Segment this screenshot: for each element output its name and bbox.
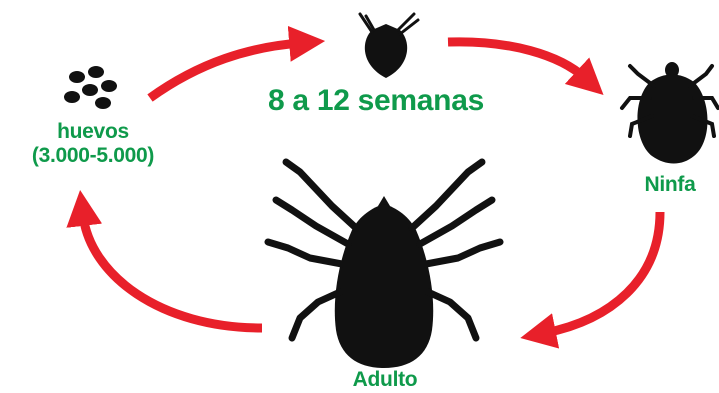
eggs-label-name: huevos	[8, 120, 178, 144]
eggs-label-count: (3.000-5.000)	[8, 144, 178, 168]
eggs-label: huevos (3.000-5.000)	[8, 120, 178, 168]
nymph-label: Ninfa	[630, 173, 710, 197]
nymph-tick-icon	[622, 62, 718, 164]
arrow-adult-to-eggs	[83, 215, 262, 328]
duration-label: 8 a 12 semanas	[226, 84, 526, 118]
arrow-larva-to-nymph	[448, 42, 585, 78]
larva-tick-icon	[360, 14, 418, 78]
adult-label: Adulto	[330, 368, 440, 392]
adult-tick-icon	[268, 162, 500, 368]
egg-cluster-icon	[64, 66, 117, 109]
arrow-nymph-to-adult	[545, 212, 660, 333]
